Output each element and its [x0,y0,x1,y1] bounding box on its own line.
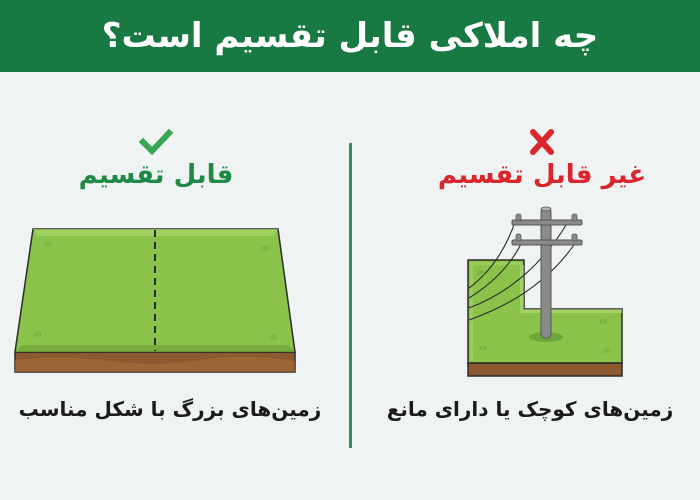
divisible-caption: زمین‌های بزرگ با شکل مناسب [18,397,322,421]
small-plot-with-utility-pole-illustration [467,206,623,377]
divisible-heading: قابل تقسیم [26,128,286,191]
large-land-plot-illustration [14,228,296,373]
not-divisible-title: غیر قابل تقسیم [437,160,647,190]
column-divider [349,143,352,448]
not-divisible-heading: غیر قابل تقسیم [412,128,672,191]
check-icon [139,128,173,156]
page-title: چه املاکی قابل تقسیم است؟ [101,16,599,56]
not-divisible-caption: زمین‌های کوچک یا دارای مانع [386,397,674,421]
header-banner: چه املاکی قابل تقسیم است؟ [0,0,700,72]
x-icon [530,129,554,155]
divisible-title: قابل تقسیم [78,160,234,190]
